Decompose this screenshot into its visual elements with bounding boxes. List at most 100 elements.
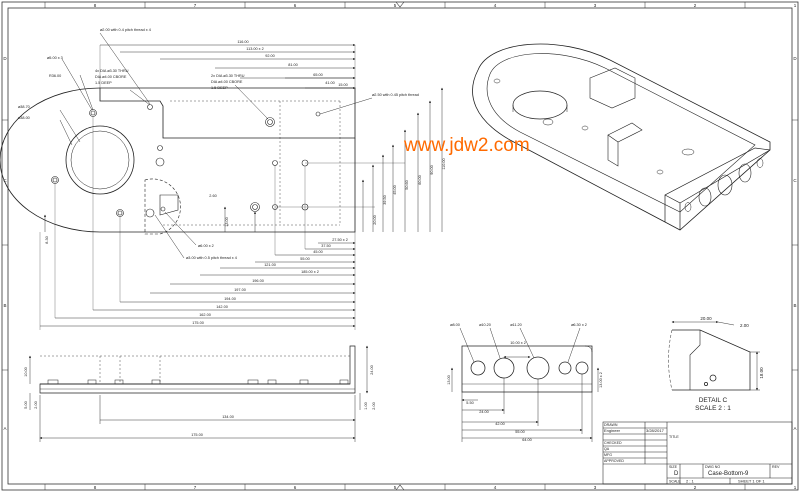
plan-dim-d21: 13.00 bbox=[225, 217, 229, 227]
plan-callouts: ⌀2.00 with 0.4 pitch thread x 4 ⌀5.00 x 3… bbox=[18, 28, 419, 260]
end-dim-e5: 10.00 x 2 bbox=[510, 341, 526, 345]
mfg-label: MFG bbox=[604, 453, 612, 457]
zone-left-B: B bbox=[3, 303, 6, 308]
zone-bottom-1: 1 bbox=[794, 485, 797, 490]
zone-right-C: C bbox=[793, 178, 797, 183]
plan-note-n7: 2x DIA ⌀3.30 THRU bbox=[211, 74, 245, 78]
zone-top-4: 4 bbox=[494, 3, 497, 8]
plan-dim-d4: 81.00 bbox=[288, 63, 298, 67]
zone-top-3: 3 bbox=[594, 3, 597, 8]
detail-title: DETAIL C bbox=[699, 397, 728, 404]
plan-dim-d25: 45.00 bbox=[393, 185, 397, 195]
end-dimension-labels: ⌀8.00 ⌀10.20 ⌀11.20 ⌀6.30 x 2 10.00 x 2 5.50 2… bbox=[447, 323, 603, 442]
plan-note-n9: 1.5 DEEP bbox=[211, 86, 228, 90]
plan-dim-d13: 185.00 x 2 bbox=[301, 270, 319, 274]
front-dim-f6: 2.00 bbox=[34, 401, 38, 408]
plan-dim-d19: 175.00 bbox=[192, 321, 204, 325]
plan-dim-d26: 50.60 bbox=[405, 180, 409, 190]
size-value: D bbox=[674, 471, 679, 477]
plan-note-n13: ⌀6.00 x 2 bbox=[198, 244, 214, 248]
plan-note-n8: DIA ⌀4.00 CBORE bbox=[211, 80, 243, 84]
title-block-text: DRAWN Engineer 3/28/2017 CHECKED QA MFG … bbox=[604, 423, 780, 484]
dwg-label: DWG NO bbox=[705, 465, 720, 469]
plan-dim-d12: 121.00 bbox=[264, 263, 276, 267]
plan-note-n12: ⌀38.00 bbox=[18, 116, 30, 120]
detail-view-c bbox=[668, 320, 760, 391]
qa-label: QA bbox=[604, 447, 610, 451]
plan-note-n2: ⌀5.00 x 3 bbox=[47, 56, 63, 60]
zone-right-A: A bbox=[793, 426, 796, 431]
zone-left-C: C bbox=[3, 178, 7, 183]
end-view bbox=[450, 327, 600, 442]
plan-dim-d8: 27.50 x 2 bbox=[332, 238, 348, 242]
plan-dim-d20: 2.60 bbox=[209, 194, 216, 198]
plan-dim-d3: 92.00 bbox=[265, 54, 275, 58]
drawn-date: 3/28/2017 bbox=[646, 428, 665, 433]
plan-note-n6: 1.5 DEEP bbox=[95, 81, 112, 85]
plan-dim-d22: 8.30 bbox=[45, 236, 49, 243]
plan-dim-d6: 41.00 bbox=[325, 81, 335, 85]
end-dim-e12: 13.00 x 2 bbox=[599, 372, 603, 388]
plan-dim-d29: 110.00 bbox=[442, 158, 446, 169]
zone-bottom-4: 4 bbox=[494, 485, 497, 490]
plan-view bbox=[0, 87, 356, 235]
zone-top-6: 6 bbox=[294, 3, 297, 8]
checked-label: CHECKED bbox=[604, 441, 622, 445]
front-dim-f7: 1.00 bbox=[364, 402, 368, 409]
plan-dim-d10: 45.00 bbox=[313, 250, 323, 254]
zone-bottom-5: 5 bbox=[394, 485, 397, 490]
plan-note-n1: ⌀2.00 with 0.4 pitch thread x 4 bbox=[100, 28, 151, 32]
plan-note-n4: 4x DIA ⌀3.30 THRU bbox=[95, 69, 129, 73]
plan-dim-d17: 142.00 bbox=[216, 305, 228, 309]
plan-note-n14: ⌀3.00 with 0.5 pitch thread x 4 bbox=[186, 256, 237, 260]
plan-note-n3: R36.00 bbox=[49, 74, 61, 78]
zone-bottom-7: 7 bbox=[194, 485, 197, 490]
title-block bbox=[602, 421, 793, 485]
zone-top-1: 1 bbox=[794, 3, 797, 8]
rev-label: REV bbox=[772, 465, 780, 469]
plan-dim-d27: 60.00 bbox=[418, 175, 422, 185]
zone-right-D: D bbox=[793, 56, 797, 61]
end-dim-e9: 55.00 bbox=[515, 430, 525, 434]
front-dim-f1: 134.00 bbox=[222, 415, 234, 419]
plan-note-n11: ⌀38.70 bbox=[18, 105, 30, 109]
front-dim-f2: 175.00 bbox=[191, 433, 203, 437]
end-dim-e3: ⌀11.20 bbox=[510, 323, 522, 327]
detail-dim-angle: 2.00 bbox=[740, 323, 749, 328]
plan-dim-d28: 90.00 bbox=[430, 165, 434, 175]
plan-dim-d1: 116.00 bbox=[237, 40, 248, 44]
plan-note-n5: DIA ⌀4.00 CBORE bbox=[95, 75, 127, 79]
end-dim-e8: 42.00 bbox=[495, 422, 505, 426]
zone-top-5: 5 bbox=[394, 3, 397, 8]
front-view bbox=[28, 345, 369, 442]
scale-value: 2 : 1 bbox=[686, 479, 695, 484]
dwg-value: Case-Bottom-9 bbox=[708, 471, 749, 477]
end-dim-e6: 5.50 bbox=[466, 401, 473, 405]
plan-dim-d9: 37.50 bbox=[321, 244, 331, 248]
front-dim-f8: 2.00 bbox=[372, 402, 376, 409]
end-dim-e11: 13.00 bbox=[447, 375, 451, 385]
front-dim-f5: 5.00 bbox=[24, 401, 28, 408]
end-dim-e7: 24.00 bbox=[479, 410, 489, 414]
end-dim-e2: ⌀10.20 bbox=[479, 323, 491, 327]
plan-dim-d23: 20.00 bbox=[373, 215, 377, 225]
end-dim-e10: 64.00 bbox=[522, 438, 532, 442]
detail-dim-side: 18.00 bbox=[759, 367, 764, 379]
drawn-label: DRAWN bbox=[604, 423, 618, 427]
front-dim-f3: 24.00 bbox=[370, 365, 374, 375]
end-dim-e4: ⌀6.30 x 2 bbox=[571, 323, 587, 327]
detail-labels: 20.00 2.00 18.00 DETAIL C SCALE 2 : 1 bbox=[695, 316, 764, 412]
approved-label: APPROVED bbox=[604, 459, 624, 463]
detail-dim-top: 20.00 bbox=[700, 316, 712, 321]
plan-note-n10: ⌀2.50 with 0.45 pitch thread bbox=[372, 93, 419, 97]
end-dim-e1: ⌀8.00 bbox=[450, 323, 460, 327]
plan-dim-d5: 65.00 bbox=[313, 73, 323, 77]
scale-label: SCALE bbox=[669, 480, 681, 484]
